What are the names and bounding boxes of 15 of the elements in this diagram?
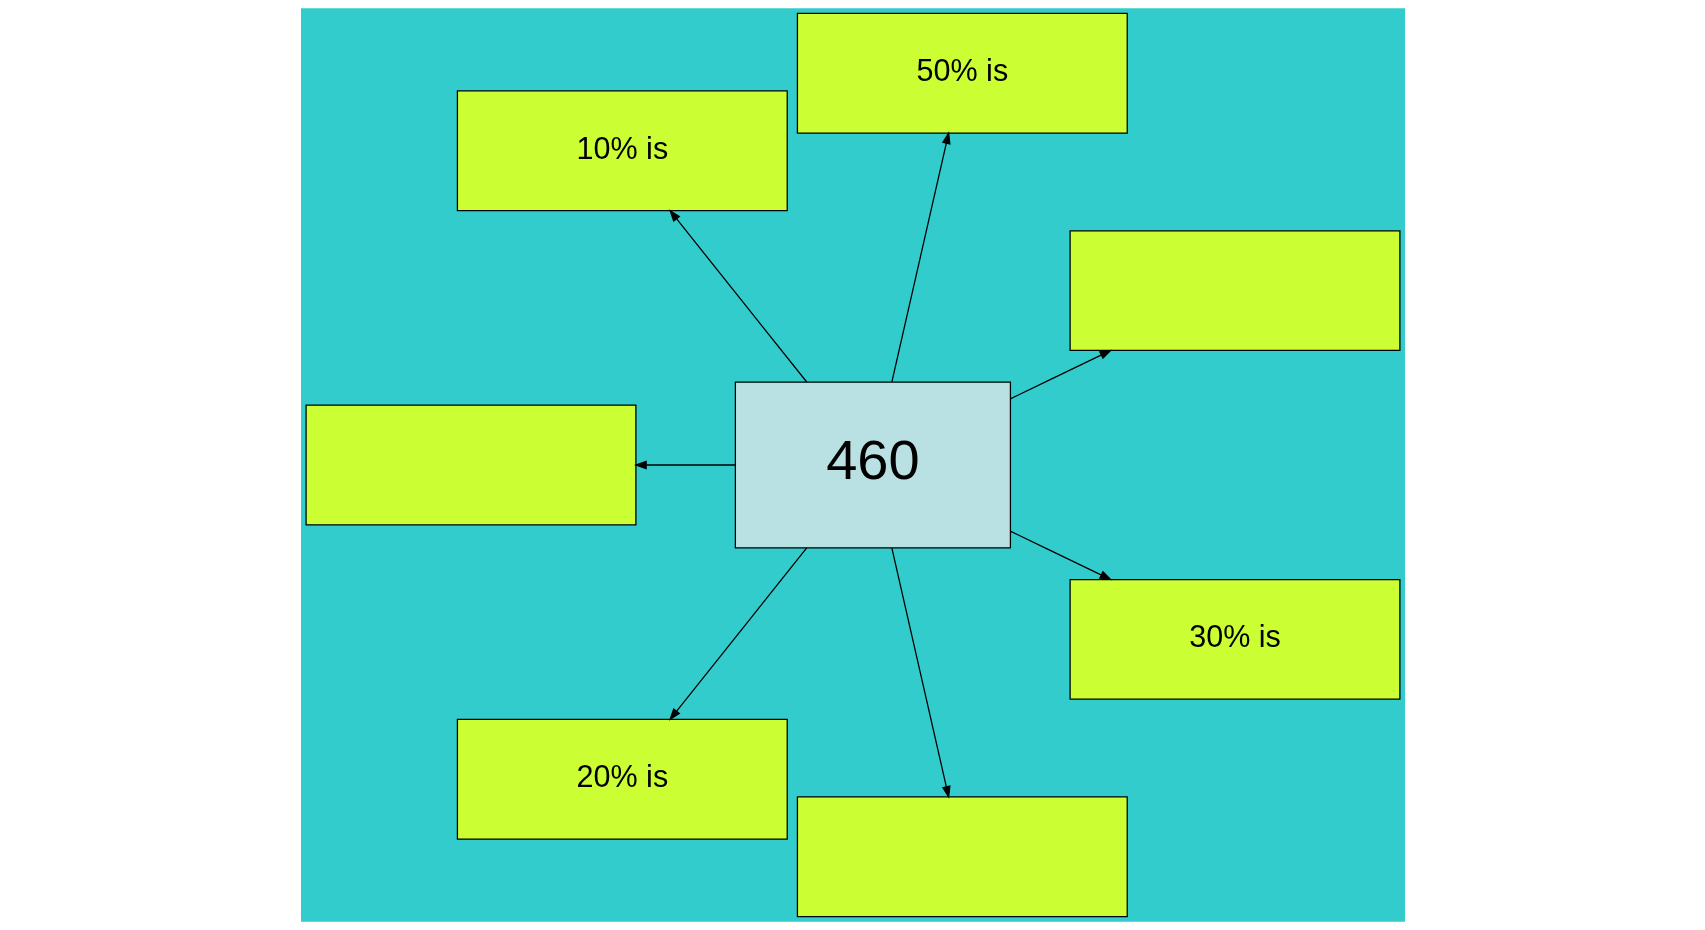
arrow <box>890 131 951 383</box>
node-box <box>304 404 637 526</box>
arrow <box>890 547 951 799</box>
node-box <box>1068 230 1401 352</box>
node-box: 10% is <box>456 90 788 212</box>
node-box: 30% is <box>1068 578 1401 700</box>
arrow <box>633 460 736 470</box>
node-box <box>796 796 1128 918</box>
node-box: 50% is <box>796 12 1128 134</box>
arrow <box>668 209 807 383</box>
node-box: 20% is <box>456 718 788 840</box>
arrow <box>1009 530 1112 581</box>
arrow <box>668 547 807 721</box>
node-box: 460 <box>734 381 1011 549</box>
arrow <box>1009 349 1112 400</box>
